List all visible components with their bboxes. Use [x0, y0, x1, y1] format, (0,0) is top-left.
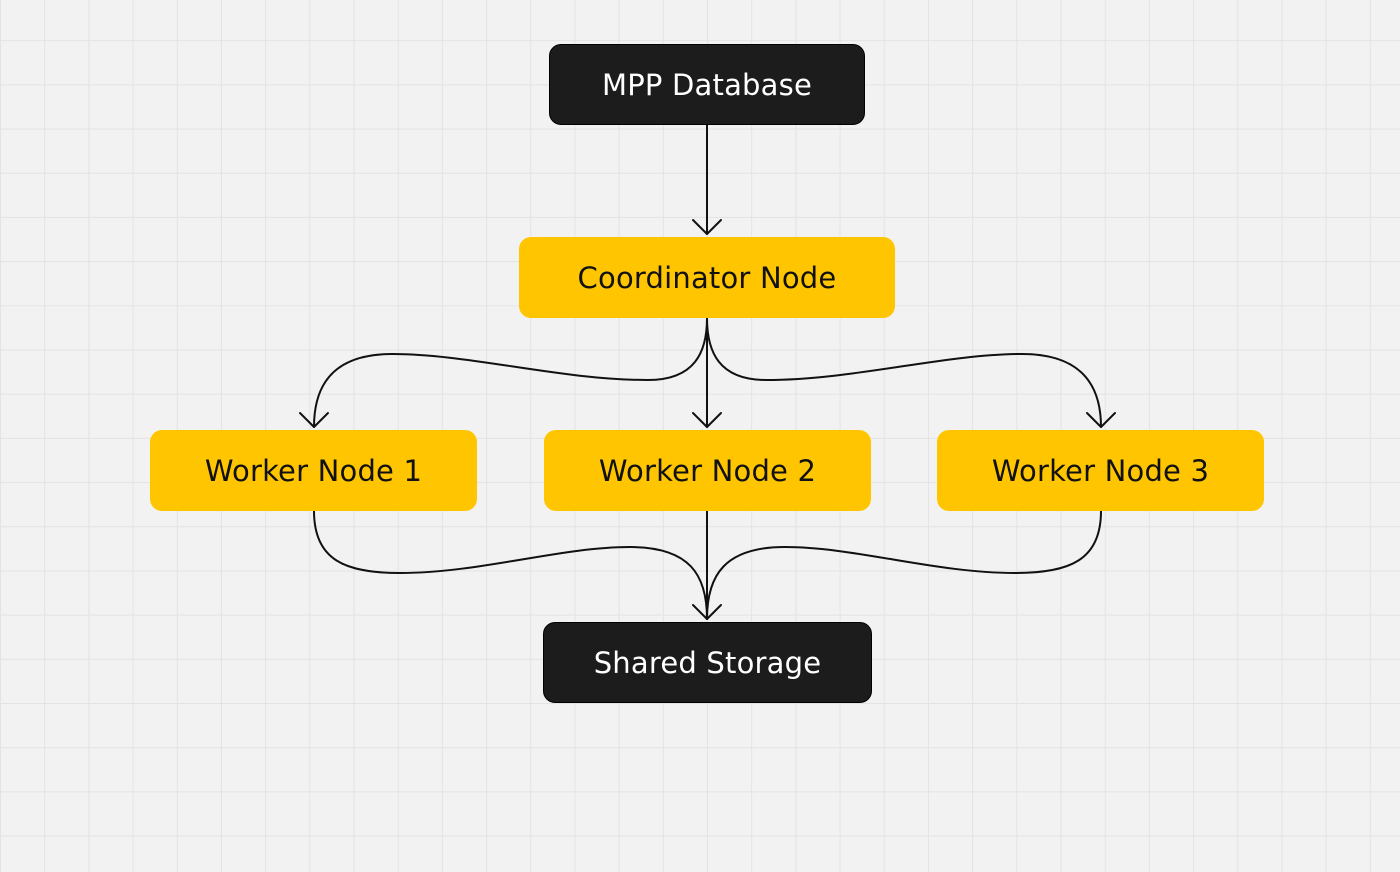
edge-coordinator-to-worker-3	[706, 317, 1102, 428]
node-worker-3[interactable]: Worker Node 3	[937, 430, 1264, 511]
node-worker-2[interactable]: Worker Node 2	[544, 430, 871, 511]
edge-coordinator-to-worker-1	[313, 317, 708, 428]
node-worker-1[interactable]: Worker Node 1	[150, 430, 477, 511]
arrowhead-worker-3	[1086, 412, 1116, 428]
node-shared-storage[interactable]: Shared Storage	[543, 622, 872, 703]
edge-worker-3-to-storage	[706, 510, 1102, 620]
arrowhead-worker-2	[692, 412, 722, 428]
node-coordinator[interactable]: Coordinator Node	[519, 237, 895, 318]
arrowhead-worker-1	[299, 412, 329, 428]
edge-worker-1-to-storage	[313, 510, 708, 620]
arrowhead-shared-storage	[692, 604, 722, 620]
node-mpp-database[interactable]: MPP Database	[549, 44, 865, 125]
arrowhead-coordinator	[692, 219, 722, 235]
